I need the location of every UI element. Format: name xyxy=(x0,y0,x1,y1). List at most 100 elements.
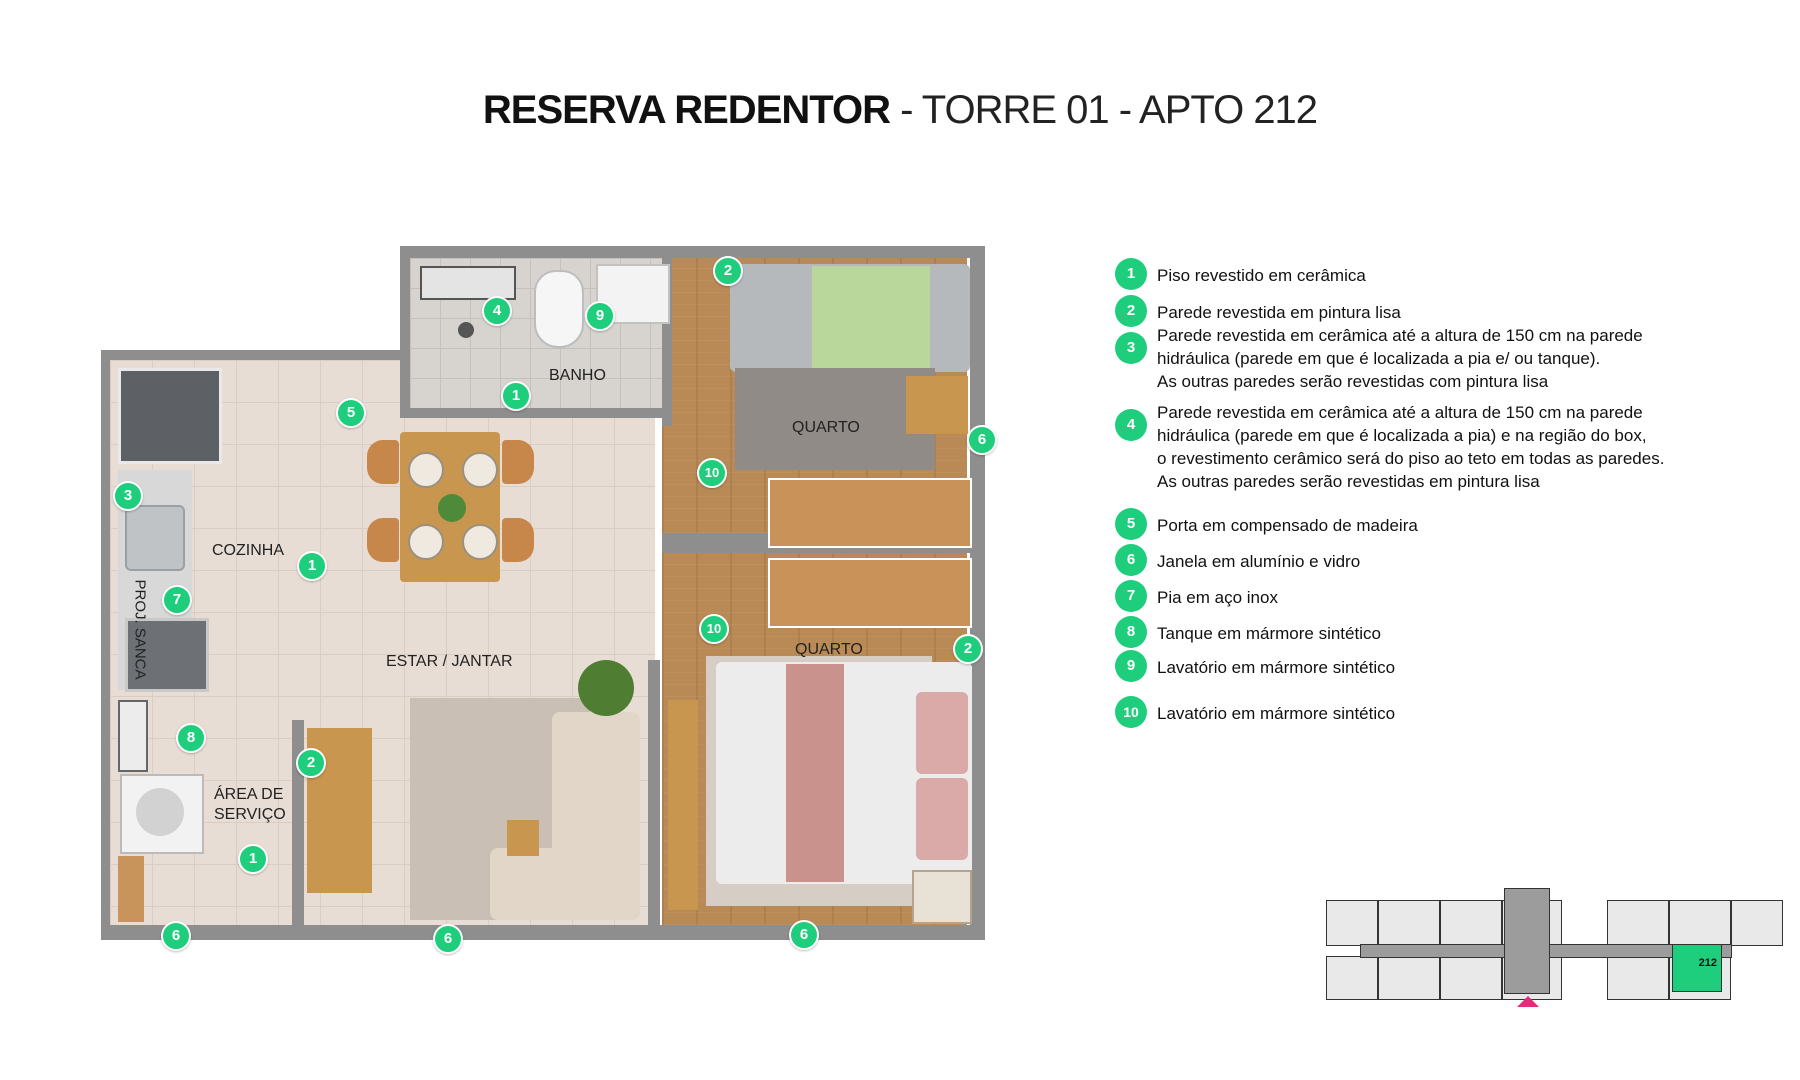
legend-number: 5 xyxy=(1115,508,1147,540)
chair xyxy=(367,518,399,562)
floor-plant xyxy=(578,660,634,716)
label-estar-jantar: ESTAR / JANTAR xyxy=(386,653,513,670)
legend-number: 8 xyxy=(1115,616,1147,648)
legend-number: 7 xyxy=(1115,580,1147,612)
legend-number: 6 xyxy=(1115,544,1147,576)
key-plan-core xyxy=(1504,888,1550,994)
key-plan-unit xyxy=(1731,900,1783,946)
marker-9: 9 xyxy=(585,301,615,331)
wardrobe-1 xyxy=(768,478,972,548)
label-servico-line-2: SERVIÇO xyxy=(214,806,286,823)
legend-text: Lavatório em mármore sintético xyxy=(1157,704,1396,723)
wall-left xyxy=(101,350,110,940)
legend-text: Janela em alumínio e vidro xyxy=(1157,552,1361,571)
desk xyxy=(668,700,698,910)
legend-number: 10 xyxy=(1115,696,1147,728)
washer-drum xyxy=(136,788,184,836)
marker-1: 1 xyxy=(501,381,531,411)
marker-6: 6 xyxy=(967,425,997,455)
wall-top-right xyxy=(400,246,985,258)
key-plan-unit xyxy=(1440,956,1502,1000)
marker-6: 6 xyxy=(433,924,463,954)
legend-text: Porta em compensado de madeira xyxy=(1157,516,1418,535)
marker-10: 10 xyxy=(699,614,729,644)
shower-drain xyxy=(458,322,474,338)
key-plan-unit xyxy=(1326,900,1378,946)
marker-6: 6 xyxy=(161,921,191,951)
wall-bottom xyxy=(101,925,985,940)
marker-2: 2 xyxy=(296,748,326,778)
wall-right xyxy=(970,246,985,940)
legend-line: hidráulica (parede em que é localizada a… xyxy=(1157,426,1647,445)
label-quarto-2: QUARTO xyxy=(795,641,863,658)
key-plan-unit xyxy=(1440,900,1502,946)
marker-1: 1 xyxy=(238,844,268,874)
title-unit: - TORRE 01 - APTO 212 xyxy=(889,88,1318,132)
wall-top-left xyxy=(101,350,406,360)
cooktop xyxy=(125,618,209,692)
laundry-tub xyxy=(118,700,148,772)
marker-2: 2 xyxy=(713,256,743,286)
key-plan-unit xyxy=(1607,900,1669,946)
key-plan-unit xyxy=(1378,900,1440,946)
legend-number: 9 xyxy=(1115,650,1147,682)
marker-5: 5 xyxy=(336,398,366,428)
label-cozinha: COZINHA xyxy=(212,542,284,559)
key-plan-unit xyxy=(1326,956,1378,1000)
wall-bedroom-2-left xyxy=(648,660,660,930)
marker-7: 7 xyxy=(162,585,192,615)
legend-text: Parede revestida em cerâmica até a altur… xyxy=(1157,401,1707,493)
marker-8: 8 xyxy=(176,723,206,753)
legend-line: As outras paredes serão revestidas com p… xyxy=(1157,372,1549,391)
legend-number: 4 xyxy=(1115,409,1147,441)
marker-4: 4 xyxy=(482,296,512,326)
label-quarto-1: QUARTO xyxy=(792,419,860,436)
service-shelf xyxy=(118,856,144,922)
legend-line: As outras paredes serão revestidas em pi… xyxy=(1157,472,1540,491)
marker-6: 6 xyxy=(789,920,819,950)
fridge xyxy=(118,368,222,464)
legend-text: Lavatório em mármore sintético xyxy=(1157,658,1396,677)
wardrobe-2 xyxy=(768,558,972,628)
shower-box xyxy=(420,266,516,300)
marker-2: 2 xyxy=(953,634,983,664)
legend-text: Piso revestido em cerâmica xyxy=(1157,266,1366,285)
bedside-table xyxy=(912,870,972,924)
marker-10: 10 xyxy=(697,458,727,488)
legend-line: Parede revestida em cerâmica até a altur… xyxy=(1157,326,1643,345)
key-plan-unit-212: 212 xyxy=(1672,944,1722,992)
legend-text: Tanque em mármore sintético xyxy=(1157,624,1381,643)
legend-line: hidráulica (parede em que é localizada a… xyxy=(1157,349,1601,368)
plate xyxy=(462,524,498,560)
label-projecao-sanca: PROJ. SANCA xyxy=(131,579,149,680)
page-title: RESERVA REDENTOR - TORRE 01 - APTO 212 xyxy=(0,88,1800,133)
bed-2-runner xyxy=(786,664,844,882)
plate xyxy=(462,452,498,488)
legend-text: Parede revestida em pintura lisa xyxy=(1157,303,1401,322)
wall-bath-left xyxy=(400,246,410,416)
wall-bath-right xyxy=(662,246,672,426)
key-plan-unit xyxy=(1669,900,1731,946)
bedroom-1-rug xyxy=(735,368,935,470)
chair xyxy=(367,440,399,484)
title-project: RESERVA REDENTOR xyxy=(482,88,891,132)
marker-1: 1 xyxy=(297,551,327,581)
bed-1-duvet xyxy=(812,266,930,370)
legend-number: 3 xyxy=(1115,332,1147,364)
pillow xyxy=(916,778,968,860)
you-are-here-arrow xyxy=(1517,996,1539,1007)
nightstand xyxy=(906,376,968,434)
centerpiece-plant xyxy=(438,494,466,522)
legend-number: 2 xyxy=(1115,295,1147,327)
legend-number: 1 xyxy=(1115,258,1147,290)
key-plan-unit xyxy=(1378,956,1440,1000)
legend-line: Parede revestida em cerâmica até a altur… xyxy=(1157,403,1643,422)
pillow xyxy=(916,692,968,774)
sofa-chaise xyxy=(490,848,640,920)
plate xyxy=(408,452,444,488)
key-plan-unit xyxy=(1607,956,1669,1000)
legend-text: Parede revestida em cerâmica até a altur… xyxy=(1157,324,1707,393)
wall-bath-bottom xyxy=(400,408,665,418)
key-plan: 212 xyxy=(1326,888,1783,1010)
